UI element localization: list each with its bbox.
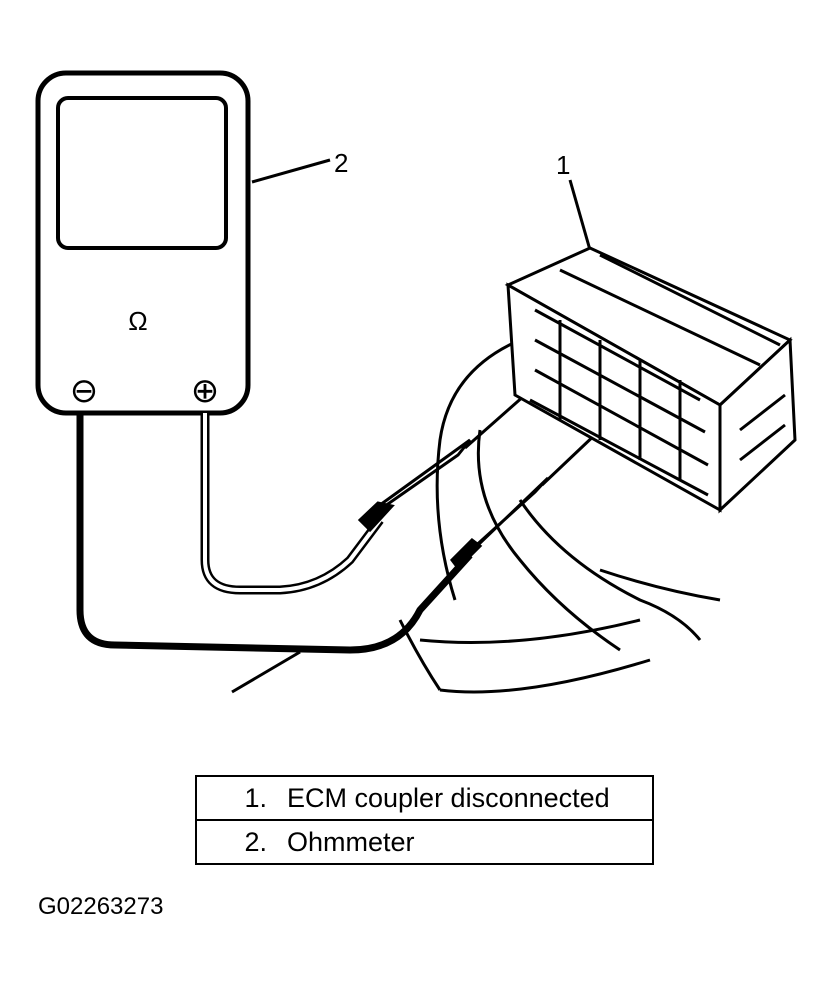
callout-leader-2 <box>251 158 331 184</box>
ecm-coupler <box>504 246 797 514</box>
test-probe-negative <box>450 428 602 571</box>
diagram-illustration: Ω ⊖ ⊕ 2 1 <box>35 70 797 694</box>
callout-label-1: 1 <box>556 150 570 180</box>
negative-test-lead <box>76 413 473 654</box>
legend-text: ECM coupler disconnected <box>287 782 610 813</box>
legend-row: 1. ECM coupler disconnected <box>197 777 652 821</box>
ohmmeter-body <box>35 70 251 416</box>
ohmmeter-display <box>56 96 228 250</box>
legend-number: 1. <box>244 782 267 813</box>
legend-text: Ohmmeter <box>287 826 415 857</box>
legend-number: 2. <box>244 826 267 857</box>
ohm-symbol: Ω <box>128 306 147 336</box>
ohmmeter <box>35 70 251 416</box>
positive-test-lead <box>200 413 384 595</box>
callout-leader-1 <box>568 179 592 251</box>
legend-table: 1. ECM coupler disconnected 2. Ohmmeter <box>195 775 654 865</box>
callout-label-2: 2 <box>334 148 348 178</box>
figure-id: G02263273 <box>38 893 164 920</box>
test-probe-positive <box>357 393 526 533</box>
negative-terminal-icon: ⊖ <box>70 371 99 411</box>
legend-row: 2. Ohmmeter <box>197 821 652 863</box>
wire-harness <box>231 338 721 694</box>
positive-terminal-icon: ⊕ <box>191 371 220 411</box>
